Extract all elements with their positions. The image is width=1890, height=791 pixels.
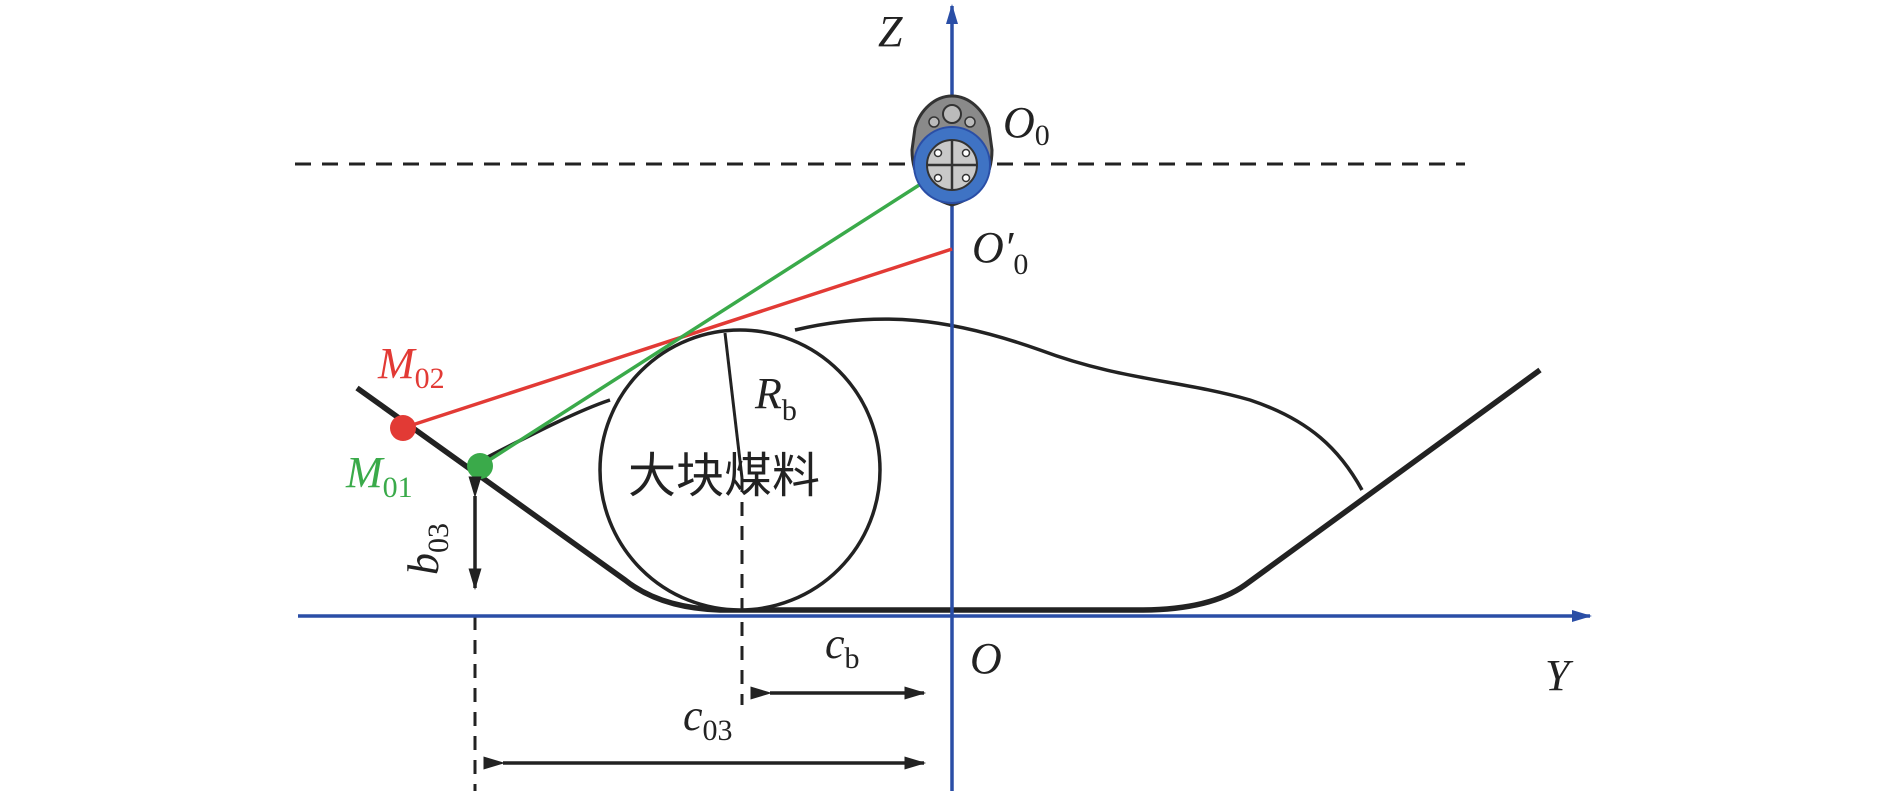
radius-line (723, 332, 744, 479)
trough-outline (355, 367, 1542, 613)
coal-pile-outline (481, 317, 1364, 491)
green-line (479, 162, 953, 468)
point-m01 (467, 453, 493, 479)
point-m02 (390, 415, 416, 441)
b03-label: b03 (399, 523, 455, 575)
z-axis-label: Z (878, 7, 903, 56)
o0-prime-label: O′0 (972, 223, 1028, 281)
coal-block-label: 大块煤料 (628, 448, 820, 504)
m01-label: M01 (345, 448, 413, 504)
m02-label: M02 (377, 339, 445, 395)
shearer-drum-icon (910, 94, 994, 207)
cb-label: cb (825, 619, 860, 675)
y-axis-label: Y (1545, 651, 1574, 700)
origin-label: O (970, 634, 1002, 683)
o0-label: O0 (1003, 98, 1050, 152)
c03-label: c03 (683, 691, 733, 747)
rb-label: Rb (754, 369, 797, 427)
